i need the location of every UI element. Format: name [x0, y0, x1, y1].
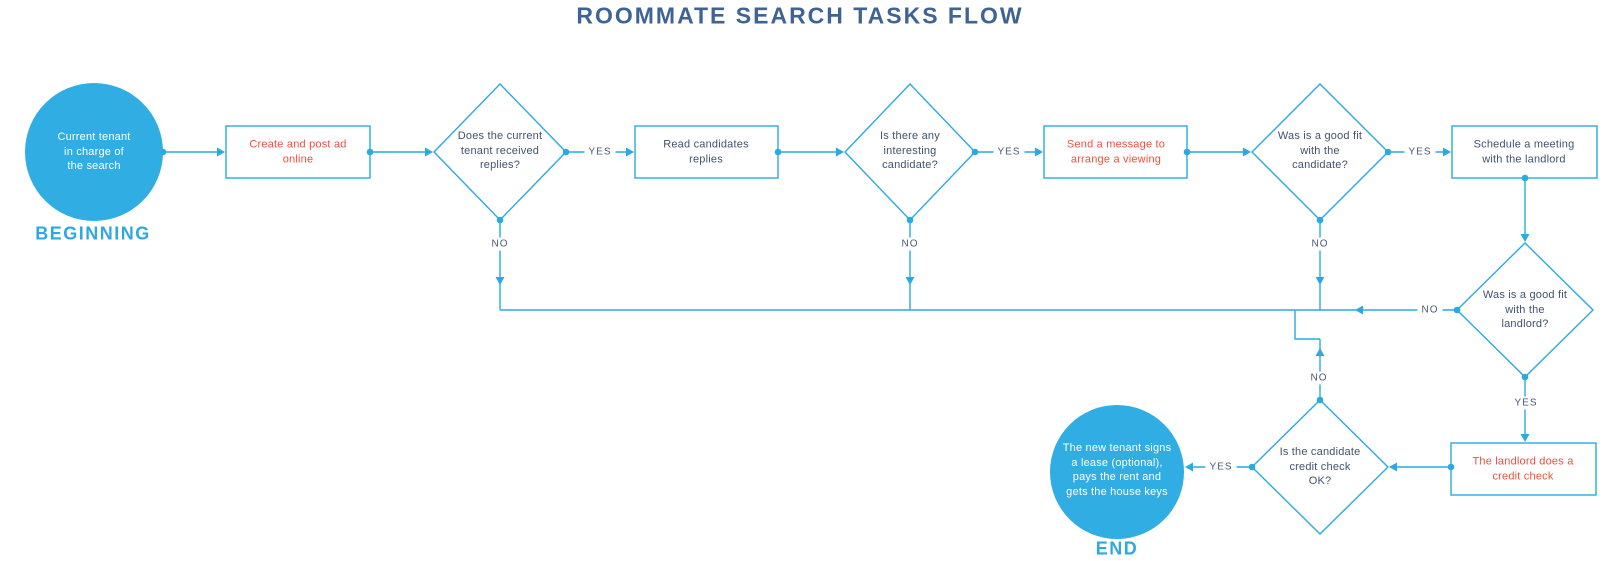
node-text-line: with the: [1300, 144, 1340, 157]
node-text-line: candidate?: [882, 159, 938, 172]
edge-label-no-replies: NO: [487, 237, 513, 251]
node-text-line: Is the candidate: [1279, 446, 1361, 459]
node-good-fit-candidate: Was is a good fit with the candidate?: [1278, 129, 1362, 173]
end-label: END: [1095, 538, 1139, 559]
edge-label-no-fit-candidate: NO: [1307, 237, 1333, 251]
node-read-replies: Read candidates replies: [663, 137, 749, 166]
node-text-line: Send a message to: [1066, 138, 1166, 151]
node-text-line: with the: [1505, 303, 1545, 316]
edge-label-yes-fit-candidate: YES: [1404, 145, 1436, 159]
node-text-line: candidate?: [1292, 159, 1348, 172]
node-text-line: Create and post ad: [249, 138, 347, 151]
connector-lines: [163, 151, 1526, 468]
node-schedule-meeting: Schedule a meeting with the landlord: [1474, 137, 1575, 166]
edge-label-no-credit-ok: NO: [1306, 371, 1332, 385]
decision-shape-credit-check-ok: [1251, 399, 1389, 535]
node-text-line: gets the house keys: [1066, 485, 1168, 498]
node-text-line: Was is a good fit: [1482, 289, 1568, 302]
node-text-line: landlord?: [1501, 318, 1549, 331]
arrowheads: [217, 147, 1530, 472]
process-shape-create-ad: [225, 125, 371, 179]
node-text-line: Was is a good fit: [1277, 130, 1363, 143]
beginning-label: BEGINNING: [35, 223, 151, 244]
edge-label-no-candidate: NO: [897, 237, 923, 251]
node-text-line: replies?: [479, 159, 521, 172]
edge-label-no-fit-landlord: NO: [1417, 303, 1443, 317]
node-interesting-candidate: Is there any interesting candidate?: [880, 129, 940, 173]
node-text-line: arrange a viewing: [1070, 153, 1162, 165]
node-text-line: tenant received: [460, 144, 540, 157]
node-text-line: online: [282, 153, 314, 165]
edge-label-yes-candidate: YES: [993, 145, 1025, 159]
node-text-line: The new tenant signs: [1062, 441, 1172, 454]
node-text-line: interesting: [883, 144, 937, 157]
node-text-line: credit check: [1289, 460, 1351, 473]
node-beginning-circle: Current tenant in charge of the search: [57, 130, 130, 174]
node-text-line: pays the rent and: [1072, 471, 1162, 483]
node-end-circle: The new tenant signs a lease (optional),…: [1063, 441, 1172, 499]
node-credit-check-ok: Is the candidate credit check OK?: [1280, 445, 1361, 489]
decision-shape-good-fit-landlord: [1456, 242, 1594, 378]
connector-dots: [159, 148, 1529, 471]
node-good-fit-landlord: Was is a good fit with the landlord?: [1483, 288, 1567, 332]
node-text-line: a lease (optional),: [1071, 456, 1163, 469]
node-text-line: the search: [67, 160, 121, 173]
node-text-line: Current tenant: [57, 131, 131, 144]
node-text-line: replies: [689, 153, 723, 165]
node-create-ad: Create and post ad online: [249, 137, 346, 166]
process-shape-read-replies: [634, 125, 779, 179]
node-text-line: with the landlord: [1482, 153, 1566, 165]
node-text-line: Does the current: [457, 130, 543, 143]
node-received-replies: Does the current tenant received replies…: [458, 129, 543, 173]
beginning-circle-shape: [25, 83, 163, 221]
node-text-line: Read candidates: [663, 138, 749, 151]
node-landlord-credit-check: The landlord does a credit check: [1472, 454, 1573, 483]
node-text-line: Schedule a meeting: [1473, 138, 1575, 151]
node-send-message: Send a message to arrange a viewing: [1067, 137, 1165, 166]
node-shapes: [25, 82, 1598, 539]
process-shape-schedule-meeting: [1451, 125, 1598, 179]
node-text-line: OK?: [1308, 475, 1332, 488]
end-circle-shape: [1050, 405, 1184, 539]
edge-label-yes-fit-landlord: YES: [1510, 396, 1542, 410]
node-text-line: Is there any: [880, 130, 940, 143]
edge-label-yes-replies: YES: [584, 145, 616, 159]
node-text-line: credit check: [1492, 470, 1554, 482]
edge-label-yes-credit-ok: YES: [1205, 460, 1237, 474]
node-text-line: in charge of: [64, 145, 124, 158]
node-text-line: The landlord does a: [1472, 455, 1574, 468]
diagram-title: ROOMMATE SEARCH TASKS FLOW: [576, 2, 1024, 29]
